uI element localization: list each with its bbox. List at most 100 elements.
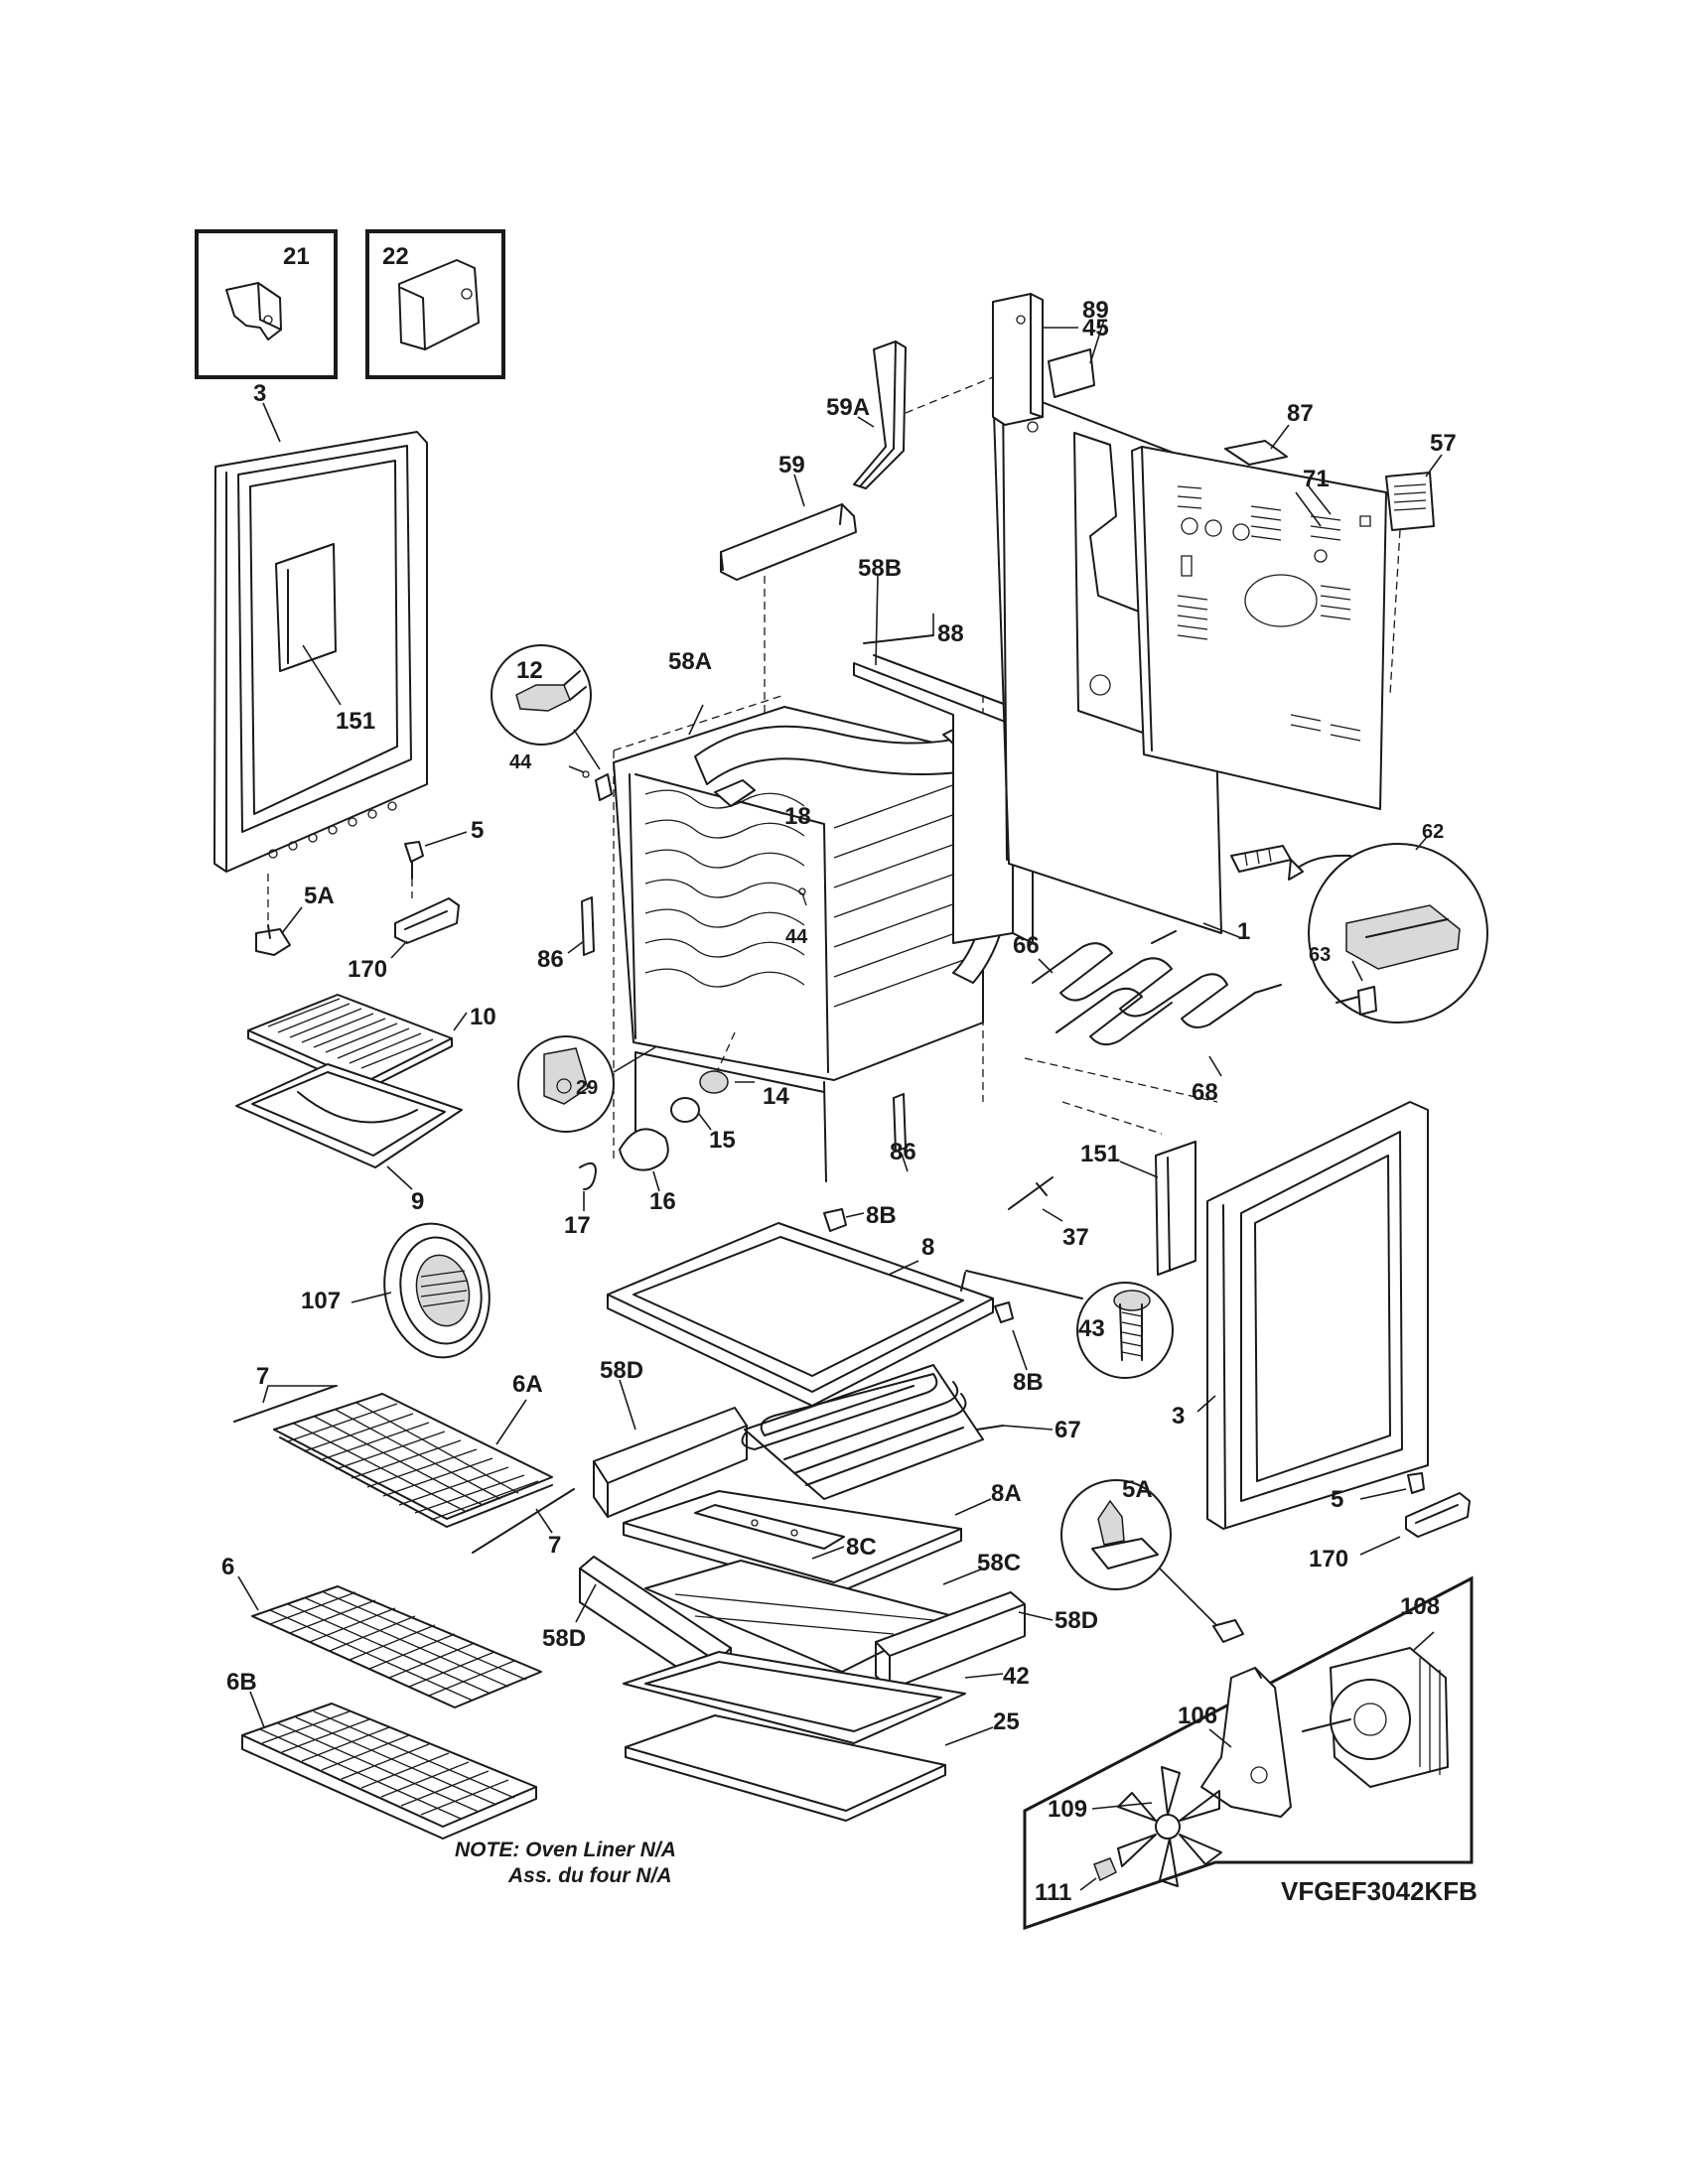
- inset-light-socket-12: 12: [491, 644, 601, 770]
- inset-terminal-block-62: 62 63: [1308, 821, 1488, 1024]
- label-89: 89: [1082, 297, 1109, 324]
- duct-59a: [853, 341, 907, 489]
- label-59: 59: [778, 452, 805, 478]
- rear-panel-71: [1131, 446, 1387, 810]
- note-line-1: NOTE: Oven Liner N/A: [455, 1839, 676, 1861]
- label-62: 62: [1422, 821, 1444, 843]
- label-6: 6: [221, 1554, 234, 1580]
- label-58c: 58C: [977, 1550, 1021, 1576]
- oven-light-assembly: 14 15 16 17: [564, 1031, 789, 1239]
- fan-nut-111: [1093, 1857, 1117, 1882]
- label-106: 106: [1178, 1703, 1217, 1729]
- label-67: 67: [1055, 1417, 1081, 1443]
- label-9: 9: [411, 1188, 424, 1215]
- inset-fan-assembly: 108 106 109 111: [1023, 1575, 1474, 1931]
- label-43: 43: [1078, 1315, 1105, 1342]
- broiler-pan: [235, 1063, 463, 1168]
- inset-leveler-5a: 5A: [1060, 1476, 1172, 1590]
- label-10: 10: [470, 1004, 496, 1030]
- panel-25: [625, 1714, 946, 1822]
- oven-rack-6b: [241, 1703, 537, 1840]
- fan-blade-109: [1117, 1766, 1222, 1887]
- leveling-leg-left: 5 5A 170: [255, 817, 484, 983]
- note-line-2: Ass. du four N/A: [507, 1864, 672, 1887]
- label-170-top: 170: [348, 956, 387, 983]
- label-58d-right: 58D: [1055, 1607, 1098, 1634]
- label-14: 14: [763, 1083, 789, 1110]
- fan-motor-108: [1302, 1647, 1449, 1788]
- label-22: 22: [382, 243, 409, 270]
- label-15: 15: [709, 1127, 736, 1154]
- inset-box-part-21: 21: [195, 229, 338, 379]
- label-25: 25: [993, 1708, 1020, 1735]
- duct-59: [720, 503, 857, 581]
- label-57: 57: [1430, 430, 1457, 457]
- label-88: 88: [937, 620, 964, 647]
- label-5a-bot: 5A: [1122, 1476, 1153, 1503]
- side-panel-left: [213, 431, 428, 873]
- side-panel-holes: [268, 801, 397, 859]
- label-17: 17: [564, 1212, 591, 1239]
- label-8b-top: 8B: [866, 1202, 897, 1229]
- inset-bolt-43: 43: [1076, 1282, 1174, 1379]
- label-58a: 58A: [668, 648, 712, 675]
- inset-box-part-22: 22: [365, 229, 505, 379]
- label-29: 29: [576, 1077, 598, 1099]
- oven-rack-6a: [273, 1393, 553, 1528]
- side-panel-right: [1206, 1101, 1429, 1530]
- label-21: 21: [283, 243, 310, 270]
- label-111: 111: [1035, 1879, 1071, 1906]
- insulation-58c: [644, 1560, 954, 1673]
- label-170-bot: 170: [1309, 1546, 1348, 1572]
- label-5a-top: 5A: [304, 883, 335, 909]
- label-37: 37: [1062, 1224, 1089, 1251]
- label-58d-left: 58D: [542, 1625, 586, 1652]
- label-109: 109: [1048, 1796, 1087, 1823]
- label-44-mid: 44: [785, 926, 808, 948]
- label-3-left: 3: [253, 380, 266, 407]
- label-12: 12: [516, 657, 543, 684]
- label-151-door: 151: [336, 708, 375, 735]
- panel-42: [623, 1651, 966, 1744]
- bottom-baffle-8a: [623, 1490, 962, 1595]
- label-66: 66: [1013, 932, 1040, 959]
- convection-fan-cover: [383, 1222, 491, 1359]
- model-number: VFGEF3042KFB: [1281, 1876, 1477, 1906]
- label-18: 18: [784, 803, 811, 830]
- label-6b: 6B: [226, 1669, 257, 1696]
- label-44-top: 44: [509, 751, 532, 773]
- label-68: 68: [1192, 1079, 1218, 1106]
- label-8b-bot: 8B: [1013, 1369, 1044, 1396]
- label-3-right: 3: [1172, 1403, 1185, 1430]
- label-59a: 59A: [826, 394, 870, 421]
- label-7-top: 7: [256, 1363, 269, 1390]
- label-6a: 6A: [512, 1371, 543, 1398]
- label-7-bot: 7: [548, 1532, 561, 1559]
- label-63: 63: [1309, 944, 1331, 966]
- fan-bracket-106: [1200, 1667, 1292, 1818]
- label-58d-top: 58D: [600, 1357, 643, 1384]
- label-1: 1: [1237, 918, 1250, 945]
- label-58b: 58B: [858, 555, 902, 582]
- label-108: 108: [1400, 1593, 1440, 1620]
- label-5-bot: 5: [1331, 1486, 1343, 1513]
- label-86-left: 86: [537, 946, 564, 973]
- label-45: 45: [1082, 315, 1109, 341]
- insulation-58d-top: [593, 1407, 748, 1518]
- label-151-side: 151: [1080, 1141, 1120, 1167]
- label-8a: 8A: [991, 1480, 1022, 1507]
- label-86-right: 86: [890, 1139, 916, 1165]
- label-8: 8: [921, 1234, 934, 1261]
- inset-light-29: 29: [517, 1035, 656, 1133]
- label-42: 42: [1003, 1663, 1030, 1690]
- label-16: 16: [649, 1188, 676, 1215]
- bake-element-67: [741, 1364, 1004, 1500]
- label-107: 107: [301, 1288, 341, 1314]
- label-5-top: 5: [471, 817, 484, 844]
- label-71: 71: [1303, 466, 1330, 492]
- label-8c: 8C: [846, 1534, 877, 1561]
- oven-rack-6: [251, 1585, 542, 1708]
- terminal-block: [1230, 845, 1351, 881]
- label-87: 87: [1287, 400, 1314, 427]
